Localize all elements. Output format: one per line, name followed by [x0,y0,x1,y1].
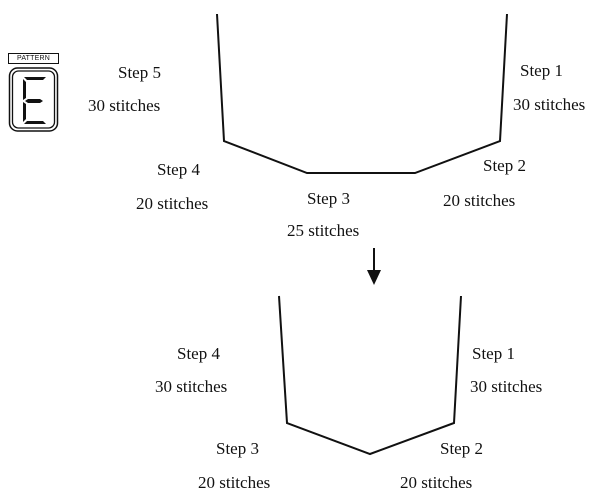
after-step-1-stitches: 30 stitches [470,377,543,396]
after-step-3-stitches: 20 stitches [198,473,271,492]
before-step-5-label: Step 5 [118,63,161,82]
before-step-3-label: Step 3 [307,189,350,208]
five-step-shape [216,13,508,174]
four-step-shape [278,295,462,456]
after-step-4-label: Step 4 [177,344,220,363]
seven-segment-display-icon [8,67,59,132]
before-step-4-stitches: 20 stitches [136,194,209,213]
after-step-2-label: Step 2 [440,439,483,458]
before-step-5-stitches: 30 stitches [88,96,161,115]
before-step-2-stitches: 20 stitches [443,191,516,210]
before-step-1-stitches: 30 stitches [513,95,586,114]
before-step-1-label: Step 1 [520,61,563,80]
arrow-down-icon [367,248,381,285]
before-step-2-label: Step 2 [483,156,526,175]
before-step-4-label: Step 4 [157,160,200,179]
before-step-3-stitches: 25 stitches [287,221,360,240]
after-step-4-stitches: 30 stitches [155,377,228,396]
after-step-2-stitches: 20 stitches [400,473,473,492]
after-step-1-label: Step 1 [472,344,515,363]
after-step-3-label: Step 3 [216,439,259,458]
pattern-display-panel: PATTERN [8,53,59,133]
pattern-label: PATTERN [8,53,59,64]
